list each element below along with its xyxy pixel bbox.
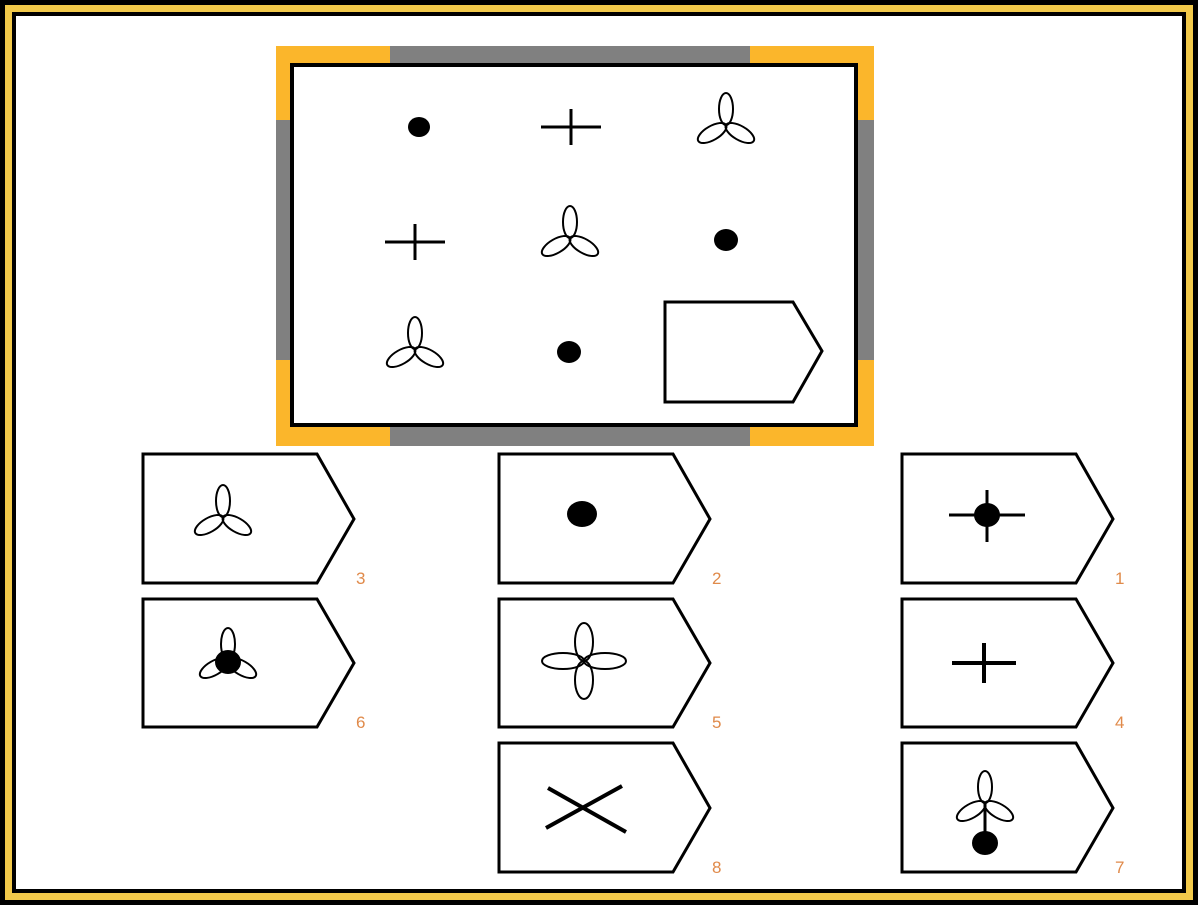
option-5-button[interactable]: 5 <box>499 599 721 732</box>
option-card <box>499 599 710 727</box>
option-card <box>143 454 354 583</box>
matrix-cell-r3c2-dot <box>557 341 581 363</box>
option-7-button[interactable]: 7 <box>902 743 1124 877</box>
option-4-button[interactable]: 4 <box>902 599 1124 732</box>
option-card <box>499 743 710 872</box>
option-number: 7 <box>1115 858 1124 877</box>
matrix-cell-r1c1-dot <box>408 117 430 137</box>
option-number: 1 <box>1115 569 1124 588</box>
option-8-button[interactable]: 8 <box>499 743 721 877</box>
matrix-cell-r3c3-blank <box>665 302 822 402</box>
option-1-button[interactable]: 1 <box>902 454 1124 588</box>
dot-shape <box>567 501 597 527</box>
option-number: 3 <box>356 569 365 588</box>
option-number: 5 <box>712 713 721 732</box>
option-number: 8 <box>712 858 721 877</box>
option-number: 4 <box>1115 713 1124 732</box>
option-card <box>902 454 1113 583</box>
option-3-button[interactable]: 3 <box>143 454 365 588</box>
option-card <box>499 454 710 583</box>
option-2-button[interactable]: 2 <box>499 454 721 588</box>
option-number: 6 <box>356 713 365 732</box>
option-6-button[interactable]: 6 <box>143 599 365 732</box>
matrix-cell-r2c3-dot <box>714 229 738 251</box>
option-number: 2 <box>712 569 721 588</box>
